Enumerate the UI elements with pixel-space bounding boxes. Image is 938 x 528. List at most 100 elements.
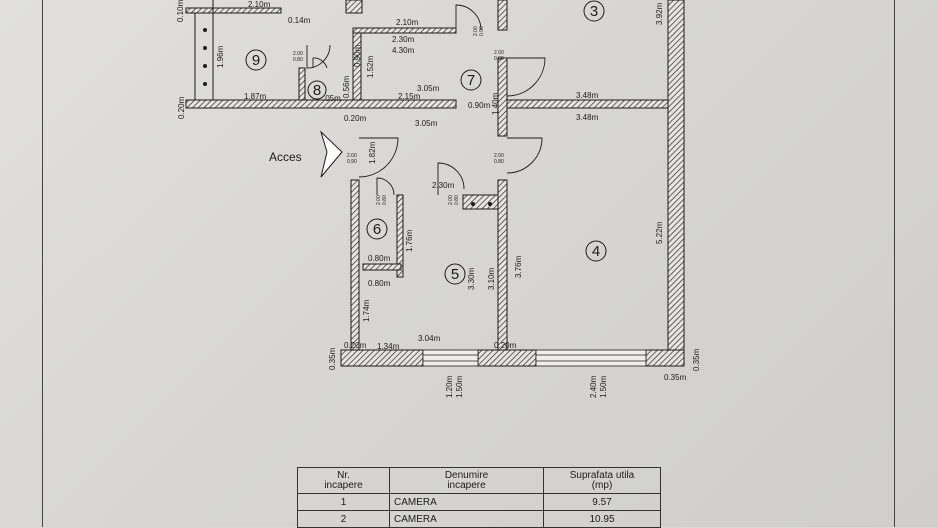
wall-bottom-2 — [477, 349, 537, 367]
room-5-number: 5 — [451, 266, 459, 283]
dim-label: 3.10m — [487, 267, 496, 290]
door-size: 2.00 — [376, 195, 382, 205]
wall-room6-right — [396, 194, 404, 278]
wall-pier — [462, 194, 499, 210]
door-size: 0.80 — [293, 57, 303, 63]
dim-label: 1.76m — [405, 229, 414, 252]
room-7-number: 7 — [467, 72, 475, 89]
door-size: 2.00 — [494, 153, 504, 159]
dim-label: 2.30m — [392, 35, 415, 44]
door-size: 2.00 — [448, 195, 454, 205]
dim-label: 0.90m — [468, 101, 491, 110]
cell-area: 10.95 — [543, 510, 661, 528]
dimension-labels: 2.10m 0.14m 2.10m 2.30m 4.30m 3.05m 1.87… — [244, 0, 687, 382]
header-area-text: Suprafata utila(mp) — [569, 469, 635, 491]
dim-label: 3.92m — [655, 2, 664, 25]
dim-label: 1.40m — [491, 92, 500, 115]
dim-label: 0.35m — [328, 347, 337, 370]
windows — [422, 349, 647, 367]
dim-label: 0.10m — [176, 0, 185, 22]
dim-label: 1.52m — [366, 55, 375, 78]
room-3-number: 3 — [590, 3, 598, 20]
vertical-dimension-labels: 0.10m 3.92m 1.96m 0.90m 1.52m 0.56m 0.20… — [176, 0, 701, 398]
dim-label: 2.15m — [398, 92, 421, 101]
wall-mid-right — [497, 99, 669, 109]
table-row: 1 CAMERA 9.57 — [297, 493, 661, 511]
right-margin-line — [894, 0, 895, 527]
dim-label: 1.20m — [445, 375, 454, 398]
thin-lines — [194, 0, 214, 100]
walls — [185, 0, 685, 367]
cell-area: 9.57 — [543, 493, 661, 511]
dim-label: 4.30m — [392, 46, 415, 55]
dim-label: .05m — [323, 94, 341, 103]
dim-label: 3.48m — [576, 113, 599, 122]
wall-room8-right — [352, 32, 362, 101]
room-6-number: 6 — [373, 221, 381, 238]
door-size: 2.00 — [473, 26, 479, 36]
left-margin-line — [42, 0, 43, 527]
wall-room7-top — [352, 27, 457, 34]
table-row: 2 CAMERA 10.95 — [297, 510, 661, 528]
wall-room6-left — [350, 179, 360, 367]
room-9-number: 9 — [252, 52, 260, 69]
dim-label: 0.14m — [288, 16, 311, 25]
wall-room8-left — [298, 67, 306, 101]
dim-label: 3.05m — [417, 84, 440, 93]
dim-label: 3.48m — [576, 91, 599, 100]
door-swings — [306, 4, 546, 196]
wall-stair-right — [497, 57, 508, 137]
dim-label: 1.50m — [455, 375, 464, 398]
wall-room6-bottom — [362, 263, 402, 271]
dim-label: 0.56m — [342, 75, 351, 98]
dim-label: 3.76m — [514, 255, 523, 278]
entrance-arrow — [319, 130, 343, 178]
wall-bottom-3 — [645, 349, 685, 367]
wall-mid-left — [185, 99, 457, 109]
dim-label: 0.20m — [494, 341, 517, 350]
door-size: 0.80 — [382, 195, 388, 205]
cell-nr: 1 — [297, 493, 390, 511]
dim-label: 3.30m — [467, 267, 476, 290]
header-nr: Nr.incapere — [297, 467, 390, 494]
dim-label: 0.20m — [344, 114, 367, 123]
dim-label: 1.87m — [244, 92, 267, 101]
dim-label: 2.40m — [589, 375, 598, 398]
wall-room4-left — [497, 179, 508, 351]
dim-label: 0.80m — [368, 254, 391, 263]
dim-label: 0.20m — [344, 341, 367, 350]
header-area: Suprafata utila(mp) — [543, 467, 661, 494]
dim-label: 1.34m — [377, 342, 400, 351]
dim-label: 5.22m — [655, 221, 664, 244]
dim-label: 2.10m — [248, 0, 271, 9]
room-4-number: 4 — [592, 243, 600, 260]
dim-label: 1.74m — [362, 299, 371, 322]
wall-top-right — [497, 0, 508, 31]
stair-dots — [203, 28, 492, 206]
cell-name: CAMERA — [389, 493, 544, 511]
door-size: 0.90 — [347, 159, 357, 165]
dim-label: 1.50m — [599, 375, 608, 398]
dim-label: 0.80m — [368, 279, 391, 288]
door-size: 0.80 — [494, 56, 504, 62]
cell-nr: 2 — [297, 510, 390, 528]
dim-label: 0.35m — [664, 373, 687, 382]
door-size-labels: 2.00 0.80 2.00 0.90 2.00 0.80 2.00 0.90 … — [293, 26, 504, 205]
dim-label: 3.04m — [418, 334, 441, 343]
door-size: 0.80 — [454, 195, 460, 205]
dim-label: 3.05m — [415, 119, 438, 128]
cell-name: CAMERA — [389, 510, 544, 528]
room-labels: 3 9 7 8 4 6 5 — [245, 0, 607, 285]
dim-label: 1.96m — [216, 45, 225, 68]
header-nr-text: Nr.incapere — [324, 469, 363, 491]
dim-label: 2.30m — [432, 181, 455, 190]
door-size: 0.80 — [494, 159, 504, 165]
wall-right-outer — [667, 0, 685, 367]
door-size: 0.90 — [479, 26, 485, 36]
